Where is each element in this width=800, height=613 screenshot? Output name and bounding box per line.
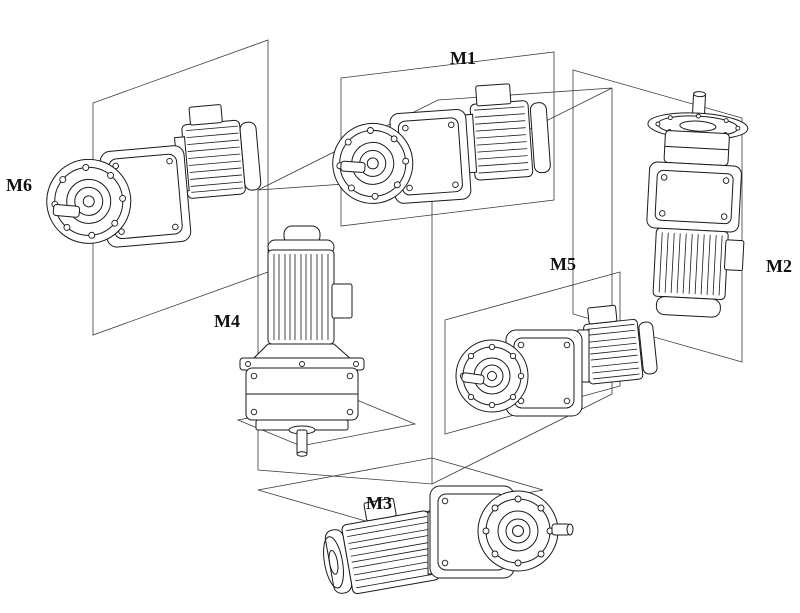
m1-cooling-fins xyxy=(474,106,529,174)
m5-fan-cover xyxy=(638,321,658,375)
label-m2: M2 xyxy=(766,256,792,276)
m6-fan-cover xyxy=(239,121,262,191)
m1-fan-cover xyxy=(529,102,551,174)
m1-shaft-hub xyxy=(366,157,379,170)
gearmotor-m6 xyxy=(46,104,262,248)
label-m1: M1 xyxy=(450,48,476,68)
gearmotor-m4 xyxy=(239,225,365,457)
m6-motor-body xyxy=(181,119,246,199)
m2-gearbox-face xyxy=(654,169,734,225)
panel-m3 xyxy=(257,457,544,523)
m3-terminal-box xyxy=(363,497,397,522)
m3-flange-ring-inner xyxy=(505,518,531,544)
m6-cooling-fins xyxy=(185,125,244,193)
m4-output-shaft xyxy=(296,429,308,455)
m6-gearbox-bolts xyxy=(112,157,179,235)
m1-motor-body xyxy=(469,100,534,181)
m3-flange-bolt-holes xyxy=(482,495,554,567)
label-m5: M5 xyxy=(550,254,576,274)
m1-terminal-box xyxy=(475,83,512,107)
m3-fan-end-hub xyxy=(328,550,339,575)
m2-housing-line xyxy=(664,145,729,151)
m5-cooling-fins xyxy=(587,323,640,380)
gearmotor-m5 xyxy=(455,304,658,417)
m2-fan-cover xyxy=(655,296,721,318)
m4-terminal-box xyxy=(331,283,353,319)
m6-shaft-hub xyxy=(82,195,95,208)
m4-cooling-fins xyxy=(273,254,329,340)
m3-flange-ring-mid xyxy=(497,510,539,552)
m3-cooling-fins xyxy=(346,516,438,589)
m2-gearbox-bolts xyxy=(659,174,730,220)
panel-m2 xyxy=(572,69,743,363)
gearmotor-m2 xyxy=(646,91,749,318)
m5-output-shaft xyxy=(461,372,485,385)
m1-gearbox-bolts xyxy=(402,121,459,192)
m5-terminal-box xyxy=(587,304,618,325)
m2-flange-ring-inner xyxy=(679,120,717,132)
gearmotor-m1 xyxy=(332,83,551,204)
m3-shaft-hub xyxy=(512,525,524,537)
m4-gearbox-bolts xyxy=(250,372,354,416)
m4-shaft-end xyxy=(296,451,308,457)
label-m3: M3 xyxy=(366,493,392,513)
m1-flange-bolt-holes xyxy=(336,127,410,200)
gearmotor-m3 xyxy=(323,485,574,595)
m4-flange-bolts xyxy=(245,361,359,367)
label-m4: M4 xyxy=(214,311,240,331)
m5-shaft-hub xyxy=(487,371,497,381)
label-m6: M6 xyxy=(6,175,32,195)
m2-cooling-fins xyxy=(658,232,723,296)
m3-shaft-end xyxy=(566,523,574,536)
m3-motor xyxy=(323,497,440,595)
m1-output-shaft xyxy=(340,160,366,173)
m2-terminal-box xyxy=(723,239,745,272)
panel-m5 xyxy=(444,271,621,435)
m5-motor xyxy=(583,304,658,385)
m3-fan-end-face xyxy=(323,536,344,589)
m6-output-shaft xyxy=(52,203,81,218)
m2-shaft-end xyxy=(693,91,707,98)
m6-terminal-box xyxy=(188,104,223,126)
m6-flange-ring-inner xyxy=(74,186,104,216)
m5-gearbox-bolts xyxy=(517,341,571,405)
m6-flange-ring-mid xyxy=(66,178,112,224)
